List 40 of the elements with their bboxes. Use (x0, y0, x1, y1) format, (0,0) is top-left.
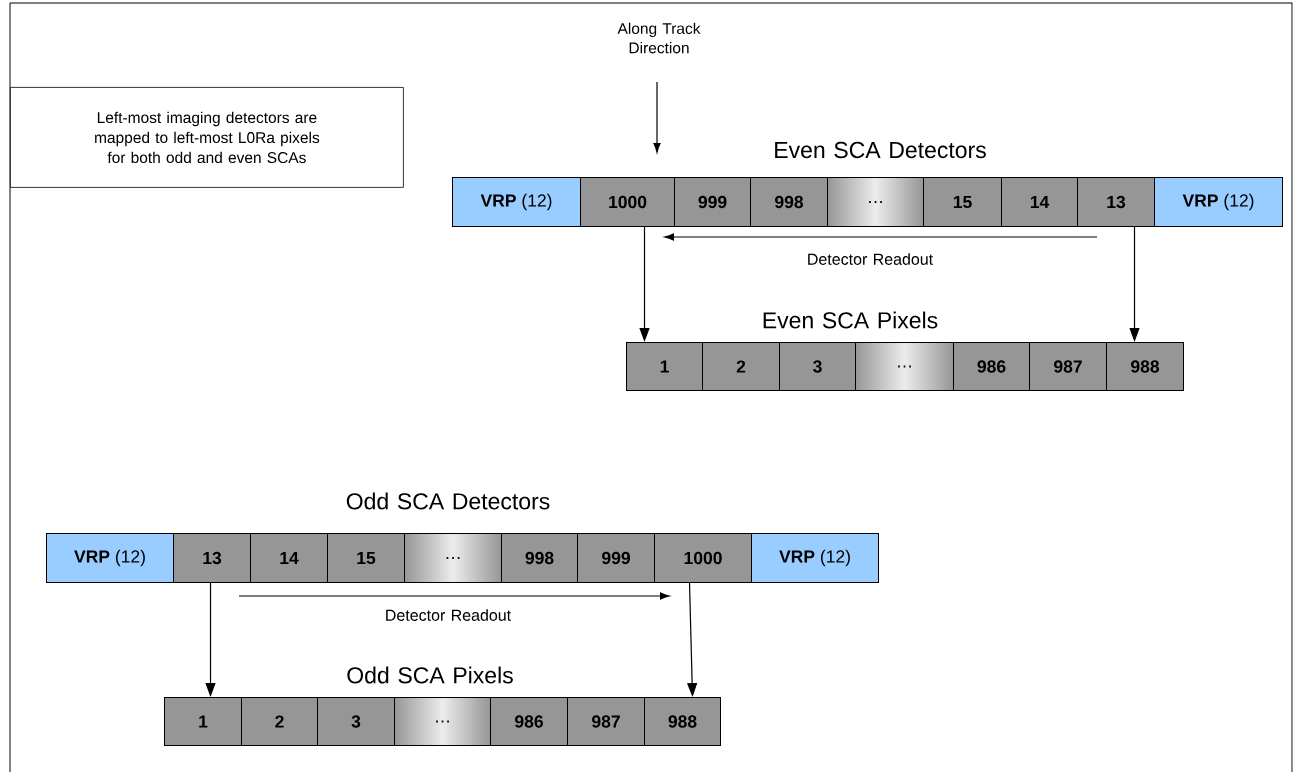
gap-cell: … (394, 697, 491, 746)
detector-cell: 15 (923, 177, 1002, 227)
detector-cell: 998 (501, 533, 578, 583)
row-title: Odd SCA Detectors (346, 492, 550, 510)
detector-cell: 13 (1077, 177, 1155, 227)
detector-cell: 1 (626, 342, 703, 391)
detector-cell: 1000 (580, 177, 675, 227)
detector-cell: 13 (173, 533, 251, 583)
vrp-cell: VRP (12) (46, 533, 174, 583)
detector-cell: 988 (644, 697, 721, 746)
readout-label: Detector Readout (808, 253, 933, 265)
direction-label: Along Track Direction (617, 22, 701, 54)
vrp-cell: VRP (12) (452, 177, 581, 227)
detector-cell: 3 (779, 342, 856, 391)
detector-cell: 999 (577, 533, 655, 583)
readout-label: Detector Readout (386, 609, 511, 621)
detector-cell: 1 (164, 697, 242, 746)
row-title: Odd SCA Pixels (347, 666, 513, 684)
detector-cell: 999 (674, 177, 751, 227)
gap-cell: … (855, 342, 954, 391)
detector-cell: 14 (1001, 177, 1078, 227)
detector-cell: 2 (702, 342, 780, 391)
detector-cell: 998 (750, 177, 828, 227)
gap-cell: … (827, 177, 924, 227)
row-title: Even SCA Detectors (775, 141, 986, 159)
detector-cell: 987 (567, 697, 645, 746)
detector-cell: 15 (327, 533, 405, 583)
detector-cell: 986 (490, 697, 568, 746)
detector-cell: 14 (250, 533, 328, 583)
detector-cell: 2 (241, 697, 318, 746)
gap-cell: … (404, 533, 502, 583)
detector-cell: 986 (953, 342, 1030, 391)
detector-cell: 1000 (654, 533, 752, 583)
row-title: Even SCA Pixels (763, 311, 938, 329)
vrp-cell: VRP (12) (751, 533, 879, 583)
note-box: Left-most imaging detectors are mapped to left-most L0Ra pixels for both odd and even SCAs (10, 87, 404, 188)
detector-cell: 3 (317, 697, 395, 746)
vrp-cell: VRP (12) (1154, 177, 1283, 227)
detector-cell: 987 (1029, 342, 1107, 391)
detector-cell: 988 (1106, 342, 1184, 391)
